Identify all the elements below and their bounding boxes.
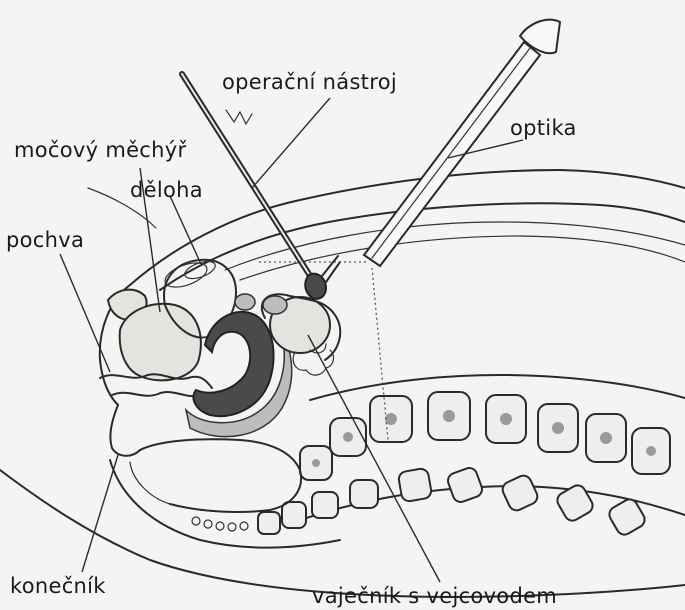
bladder: [120, 304, 201, 381]
optics-tube: [364, 20, 560, 266]
label-vagina: pochva: [6, 230, 84, 251]
spine: [192, 375, 685, 537]
leader-rectum: [82, 455, 118, 572]
spinous-process: [312, 492, 338, 518]
label-rectum: konečník: [10, 576, 106, 597]
motion-mark: [226, 110, 252, 124]
label-bladder: močový měchýř: [14, 140, 186, 161]
spinous-process: [500, 473, 540, 513]
sacrum: [140, 439, 301, 512]
body-outline-inner: [160, 203, 685, 290]
perineum-outline: [110, 405, 140, 456]
spinous-process: [350, 480, 378, 508]
instrument-tip: [305, 274, 326, 299]
label-instrument: operační nástroj: [222, 72, 397, 93]
spinous-process: [446, 466, 484, 504]
leader-vagina: [60, 254, 110, 372]
rectum-body: [194, 312, 274, 416]
label-uterus: děloha: [130, 180, 203, 201]
label-ovary: vaječník s vejcovodem: [312, 586, 557, 607]
spinous-process: [398, 468, 433, 503]
leader-instrument: [252, 98, 330, 188]
label-optics: optika: [510, 118, 577, 139]
